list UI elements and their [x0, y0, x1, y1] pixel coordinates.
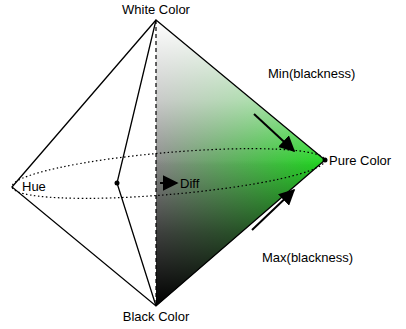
arrow-label: Max(blackness) [262, 250, 353, 265]
pole-label: Black Color [123, 309, 189, 324]
arrow-label: Diff [180, 176, 199, 191]
hue-ellipse [10, 139, 326, 208]
min-arrow [254, 114, 294, 151]
pole-label: White Color [122, 2, 190, 17]
axis-line [155, 20, 156, 306]
point-label: Pure Color [329, 153, 391, 168]
axis-label: Hue [22, 179, 46, 194]
back-edge [117, 20, 156, 306]
max-arrow [252, 190, 294, 230]
pure-point [323, 158, 328, 163]
arrow-label: Min(blackness) [268, 66, 355, 81]
diff-arrow [160, 182, 177, 184]
back-point [115, 181, 120, 186]
